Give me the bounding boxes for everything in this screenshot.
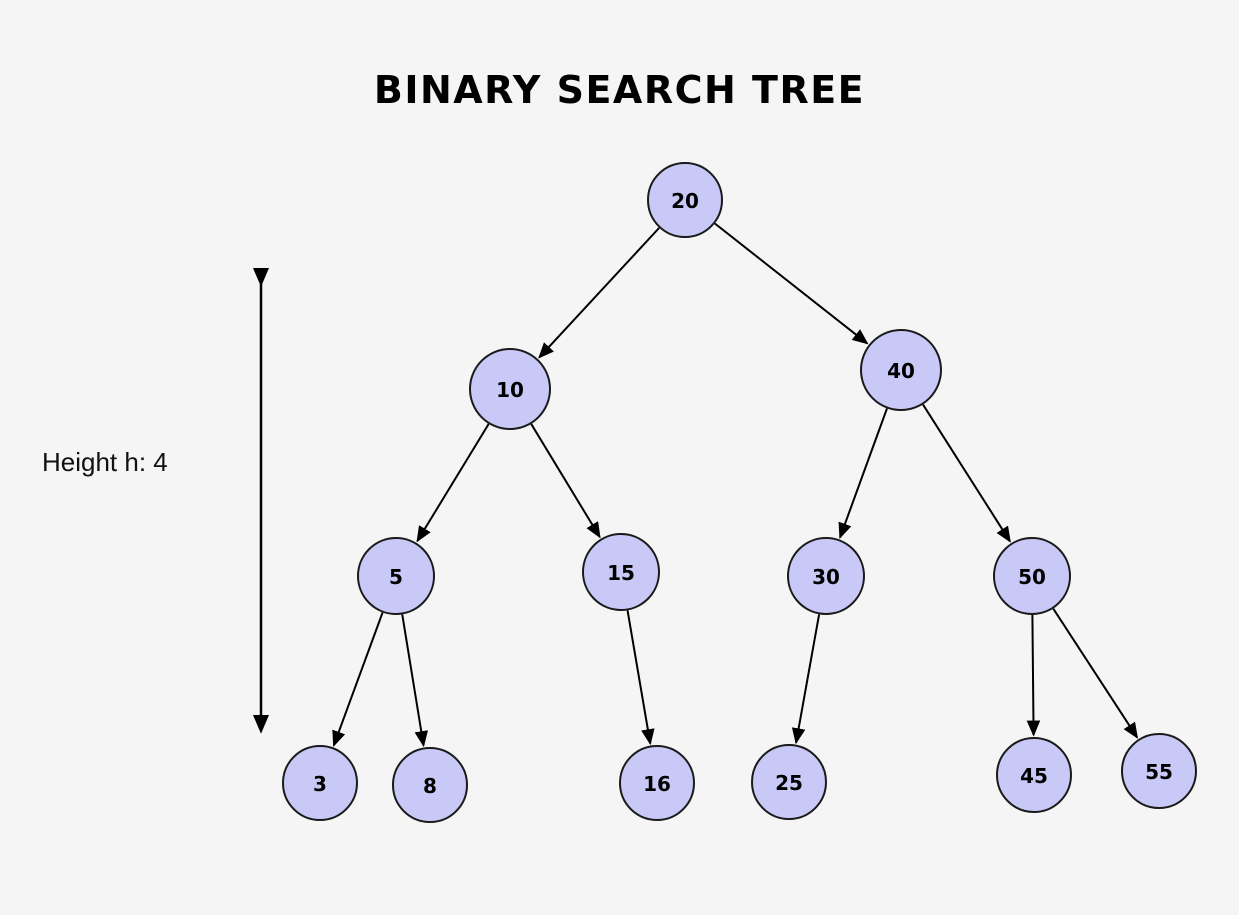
tree-edge-50-to-45 — [1026, 614, 1041, 737]
tree-node-20[interactable]: 20 — [647, 162, 723, 238]
tree-node-55[interactable]: 55 — [1121, 733, 1197, 809]
node-label-40: 40 — [887, 359, 915, 383]
node-circle-10[interactable] — [469, 348, 551, 430]
node-label-16: 16 — [643, 772, 671, 796]
tree-node-40[interactable]: 40 — [860, 329, 942, 411]
node-circle-30[interactable] — [787, 537, 865, 615]
node-circle-5[interactable] — [357, 537, 435, 615]
height-annotation-label: Height h: 4 — [42, 447, 168, 477]
node-circle-50[interactable] — [993, 537, 1071, 615]
node-circle-3[interactable] — [282, 745, 358, 821]
tree-edge-15-to-16 — [626, 610, 655, 746]
node-label-20: 20 — [671, 189, 699, 213]
tree-node-45[interactable]: 45 — [996, 737, 1072, 813]
tree-node-25[interactable]: 25 — [751, 744, 827, 820]
tree-edge-10-to-5 — [416, 423, 490, 543]
node-label-5: 5 — [389, 565, 403, 589]
node-label-55: 55 — [1145, 760, 1173, 784]
node-label-30: 30 — [812, 565, 840, 589]
node-circle-16[interactable] — [619, 745, 695, 821]
node-label-3: 3 — [313, 772, 327, 796]
node-label-10: 10 — [496, 378, 524, 402]
tree-edge-20-to-10 — [538, 227, 660, 359]
node-label-50: 50 — [1018, 565, 1046, 589]
tree-node-15[interactable]: 15 — [582, 533, 660, 611]
node-circle-15[interactable] — [582, 533, 660, 611]
page-title: BINARY SEARCH TREE — [373, 68, 866, 112]
tree-nodes: 20 10 40 5 15 30 50 3 8 16 25 45 55 — [282, 162, 1197, 823]
tree-edge-40-to-30 — [838, 408, 888, 539]
tree-edge-30-to-25 — [791, 614, 821, 745]
tree-node-30[interactable]: 30 — [787, 537, 865, 615]
node-circle-8[interactable] — [392, 747, 468, 823]
node-label-25: 25 — [775, 771, 803, 795]
tree-node-16[interactable]: 16 — [619, 745, 695, 821]
node-circle-25[interactable] — [751, 744, 827, 820]
tree-node-50[interactable]: 50 — [993, 537, 1071, 615]
tree-node-3[interactable]: 3 — [282, 745, 358, 821]
node-label-15: 15 — [607, 561, 635, 585]
tree-edge-5-to-3 — [332, 612, 384, 747]
node-label-8: 8 — [423, 774, 437, 798]
tree-node-8[interactable]: 8 — [392, 747, 468, 823]
node-circle-55[interactable] — [1121, 733, 1197, 809]
tree-edge-20-to-40 — [714, 222, 869, 345]
node-circle-40[interactable] — [860, 329, 942, 411]
tree-edge-10-to-15 — [530, 423, 601, 539]
tree-edge-50-to-55 — [1052, 608, 1139, 739]
tree-node-10[interactable]: 10 — [469, 348, 551, 430]
node-circle-45[interactable] — [996, 737, 1072, 813]
tree-edge-40-to-50 — [922, 404, 1011, 543]
tree-edge-5-to-8 — [401, 614, 428, 748]
tree-edges — [332, 222, 1139, 748]
node-label-45: 45 — [1020, 764, 1048, 788]
tree-node-5[interactable]: 5 — [357, 537, 435, 615]
node-circle-20[interactable] — [647, 162, 723, 238]
